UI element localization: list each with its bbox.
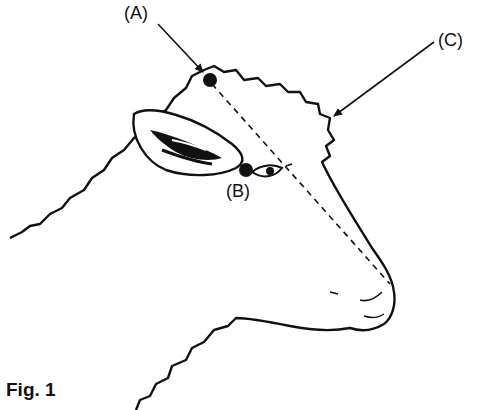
- point-label: (B): [226, 182, 250, 202]
- point-label: (C): [438, 31, 463, 51]
- point-label: (A): [124, 4, 148, 24]
- figure-caption: Fig. 1: [6, 380, 56, 401]
